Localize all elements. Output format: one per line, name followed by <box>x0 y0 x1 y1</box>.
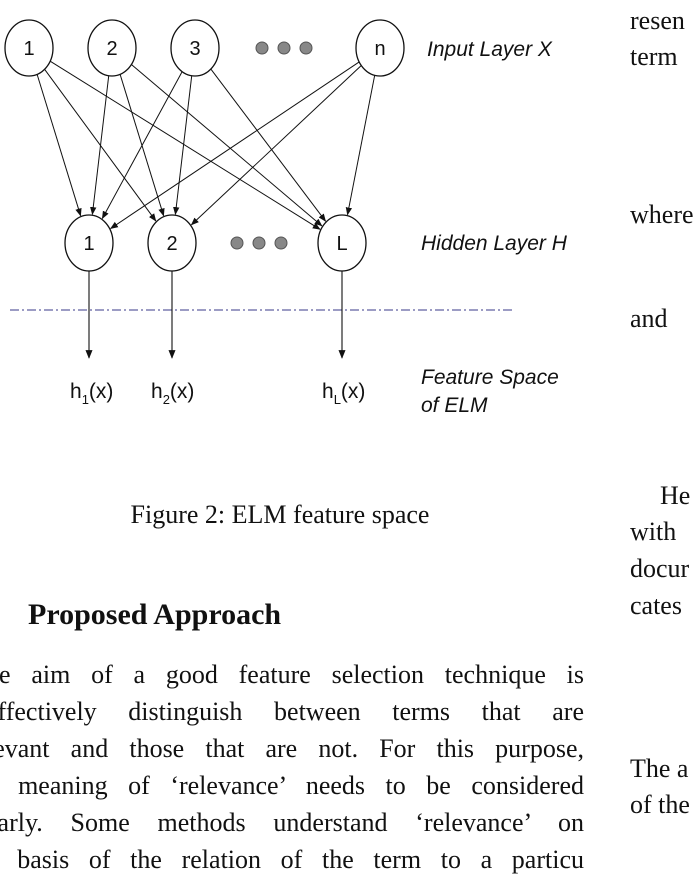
edge-input-3-hidden-2 <box>173 75 193 216</box>
input-ellipsis-dots <box>255 41 313 55</box>
input-node-n-label: n <box>374 38 385 60</box>
right-column-fragment: and <box>630 304 668 333</box>
hidden-node-L: L <box>317 214 367 272</box>
input-node-2: 2 <box>87 19 137 77</box>
body-line: he aim of a good feature selection techn… <box>0 660 584 689</box>
right-column-fragments: resen term where and He with docur cates… <box>630 0 693 860</box>
edge-input-1-hidden-1 <box>36 74 82 217</box>
input-node-n: n <box>355 19 405 77</box>
elm-feature-space-figure: 1 2 3 n Input Layer X 1 2 L Hidden Layer… <box>4 19 568 417</box>
body-line: effectively distinguish between terms th… <box>0 697 584 726</box>
input-node-1-label: 1 <box>23 38 34 60</box>
right-column-fragment: docur <box>630 554 690 583</box>
edge-input-3-hidden-3 <box>210 68 327 222</box>
hidden-layer-label: Hidden Layer H <box>421 232 568 255</box>
edge-input-1-hidden-3 <box>49 60 321 230</box>
hidden-ellipsis-dots <box>230 236 288 250</box>
right-column-fragment: where <box>630 200 693 229</box>
feature-space-label: Feature Space of ELM <box>421 366 565 417</box>
hidden-node-2: 2 <box>147 214 197 272</box>
hidden-node-1-label: 1 <box>83 233 94 255</box>
right-column-fragment: term <box>630 42 678 71</box>
input-node-3: 3 <box>170 19 220 77</box>
body-line: levant and those that are not. For this … <box>0 734 584 763</box>
input-node-2-label: 2 <box>106 38 117 60</box>
right-column-fragment: The a <box>630 754 689 783</box>
right-column-fragment: of the <box>630 790 690 819</box>
right-column-fragment: with <box>630 517 677 546</box>
edge-input-4-hidden-1 <box>109 61 360 229</box>
body-line: e meaning of ‘relevance’ needs to be con… <box>0 771 584 800</box>
feature-output-L: hL(x) <box>322 380 365 407</box>
edge-input-3-hidden-1 <box>101 71 183 220</box>
feature-output-2: h2(x) <box>151 380 194 407</box>
right-column-fragment: He <box>660 481 691 510</box>
hidden-node-L-label: L <box>336 233 347 255</box>
right-column-fragment: cates <box>630 591 682 620</box>
body-paragraph: he aim of a good feature selection techn… <box>0 656 584 878</box>
right-column-fragment: resen <box>630 6 685 35</box>
edge-input-4-hidden-3 <box>345 75 376 216</box>
body-line: early. Some methods understand ‘relevanc… <box>0 808 584 837</box>
figure-caption: Figure 2: ELM feature space <box>130 500 430 529</box>
edge-input-2-hidden-3 <box>131 64 323 227</box>
input-node-3-label: 3 <box>189 38 200 60</box>
input-node-1: 1 <box>4 19 54 77</box>
hidden-node-2-label: 2 <box>166 233 177 255</box>
section-heading: Proposed Approach <box>28 598 282 631</box>
edge-input-4-hidden-2 <box>190 65 362 226</box>
input-layer-label: Input Layer X <box>427 38 553 61</box>
feature-output-1: h1(x) <box>70 380 113 407</box>
hidden-node-1: 1 <box>64 214 114 272</box>
edge-input-2-hidden-1 <box>90 75 110 216</box>
connection-lines <box>36 60 376 230</box>
